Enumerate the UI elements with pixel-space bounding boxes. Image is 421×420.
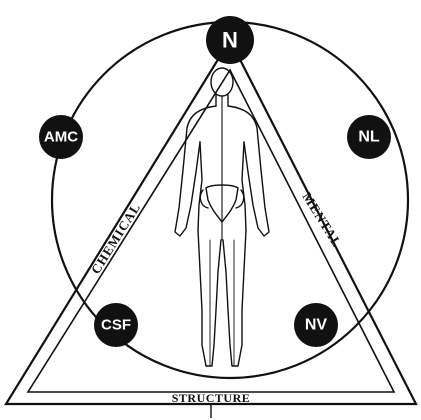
node-lower-right: NV bbox=[294, 303, 338, 347]
node-upper-right-label: NL bbox=[358, 129, 380, 146]
human-figure-icon bbox=[175, 68, 269, 366]
node-top: N bbox=[206, 16, 254, 64]
node-lower-left: CSF bbox=[94, 303, 138, 347]
chemical-label: CHEMICAL bbox=[88, 200, 144, 277]
node-upper-left-label: AMC bbox=[44, 129, 78, 146]
node-upper-left: AMC bbox=[39, 115, 83, 159]
structure-label: STRUCTURE bbox=[172, 391, 251, 405]
node-top-label: N bbox=[222, 28, 238, 53]
triangle bbox=[6, 40, 416, 404]
node-lower-left-label: CSF bbox=[101, 317, 131, 334]
triangle-outer-line bbox=[6, 40, 416, 404]
node-lower-right-label: NV bbox=[305, 317, 328, 334]
node-upper-right: NL bbox=[347, 115, 391, 159]
